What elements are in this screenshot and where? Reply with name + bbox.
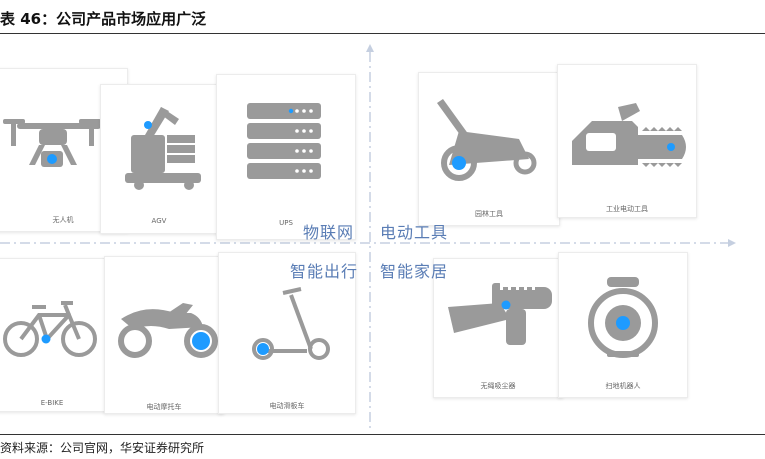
quadrant-label-iot: 物联网 [303, 223, 355, 242]
quadrant-label-power-tools: 电动工具 [380, 223, 449, 242]
robot-vacuum-icon [588, 277, 658, 358]
robot-vacuum-label: 扫地机器人 [605, 382, 641, 390]
top-rule [0, 33, 765, 34]
agv-label: AGV [151, 217, 167, 225]
card-ebike: E-BIKE [0, 258, 106, 412]
source-note: 资料来源：公司官网，华安证券研究所 [0, 441, 205, 455]
bottom-rule [0, 434, 765, 435]
chainsaw-label: 工业电动工具 [606, 205, 648, 213]
lawn-mower-icon [437, 99, 537, 181]
server-rack-icon [247, 103, 321, 179]
card-vacuum: 无绳吸尘器 [433, 258, 563, 398]
bicycle-icon [3, 301, 97, 357]
quadrant-label-home: 智能家居 [380, 262, 449, 281]
scooter-label: 电动滑板车 [269, 402, 305, 410]
drone-icon [3, 119, 101, 167]
ups-label: UPS [279, 219, 293, 227]
handheld-vacuum-icon [448, 283, 552, 345]
drone-label: 无人机 [52, 216, 74, 224]
agv-robot-icon [125, 107, 201, 190]
card-scooter: 电动滑板车 [218, 252, 356, 414]
card-robot-vacuum: 扫地机器人 [558, 252, 688, 398]
motorcycle-icon [118, 303, 218, 358]
chainsaw-icon [572, 103, 686, 167]
card-lawn-mower: 园林工具 [418, 72, 560, 226]
card-ups: UPS [216, 74, 356, 240]
card-motorcycle: 电动摩托车 [104, 256, 224, 414]
ebike-label: E-BIKE [40, 399, 64, 407]
card-agv: AGV [100, 84, 218, 234]
vacuum-label: 无绳吸尘器 [480, 382, 516, 390]
lawn-mower-label: 园林工具 [475, 210, 503, 218]
scooter-icon [252, 287, 330, 360]
page-title: 表 46：公司产品市场应用广泛 [0, 10, 207, 28]
motorcycle-label: 电动摩托车 [146, 403, 182, 411]
quadrant-label-mobility: 智能出行 [290, 262, 359, 281]
card-chainsaw: 工业电动工具 [557, 64, 697, 218]
